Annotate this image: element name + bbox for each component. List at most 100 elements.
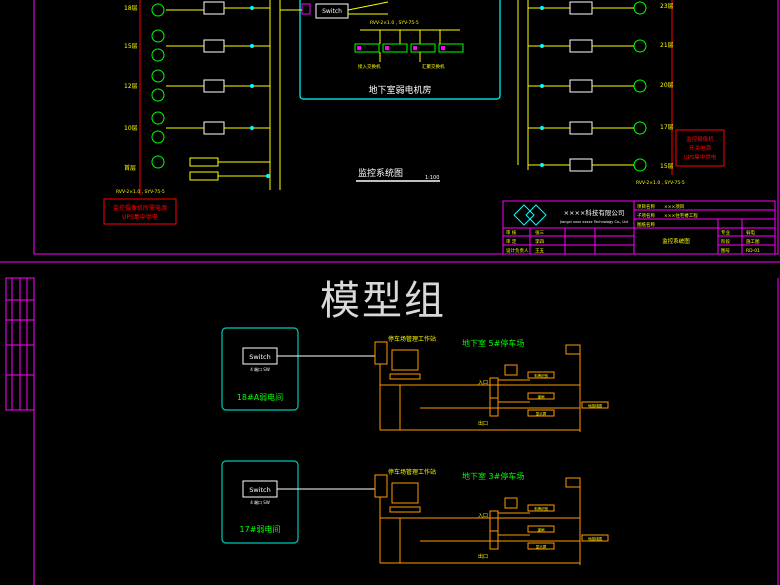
weak-current-room-box: [221, 460, 299, 544]
barrier-gate-icon: [489, 397, 499, 417]
machine-room-box: [299, 0, 501, 100]
camera-icon: [633, 79, 647, 93]
device-box: [527, 542, 555, 550]
floor-label: 18层: [124, 5, 138, 12]
top-sheet-frame: [33, 0, 779, 255]
keyboard-icon: [389, 373, 421, 380]
camera-icon: [151, 3, 165, 17]
project-value: ×××项目: [664, 204, 684, 210]
company-logo-icon: [513, 204, 547, 226]
switch-power-note-line1: 监控摄像机: [686, 135, 714, 143]
right-floor-row-1: 23层: [528, 1, 674, 15]
device-label: 显示屏: [536, 545, 547, 549]
poe-switch-icon: [203, 121, 225, 135]
switch-power-note-line2: 开关电源: [689, 144, 712, 152]
switch-power-note-line3: UPS集中供电: [684, 153, 717, 161]
right-floor-row-2: 21层: [528, 39, 674, 53]
camera-icon: [151, 130, 165, 144]
row-value: 张三: [535, 229, 544, 236]
right-floor-row-5: 15层: [528, 158, 674, 172]
pc-tower-icon: [374, 474, 388, 498]
right-value: 弱电: [746, 229, 755, 236]
workstation-label: 停车场管理工作站: [388, 335, 436, 343]
project-label: 项目名称: [637, 203, 655, 210]
poe-switch-icon: [203, 79, 225, 93]
floor-row-4: 10层: [124, 111, 270, 144]
cable-note-right: RVV-2×1.0 , SYV-75-5: [636, 180, 685, 186]
switch-sub-label: 4 端口 SW: [250, 366, 270, 372]
monitor-icon: [391, 482, 419, 504]
poe-switch-icon: [189, 157, 219, 167]
floor-label: 15层: [660, 163, 674, 170]
floor-row-5: 首层: [124, 155, 270, 181]
monitor-icon: [391, 349, 419, 371]
machine-room-sublabel: 汇聚交换机: [422, 63, 445, 70]
machine-room-title: 地下室弱电机房: [368, 84, 431, 96]
drawing-label: 图纸名称: [637, 221, 655, 228]
display-screen-icon: [565, 344, 581, 355]
pc-tower-icon: [374, 341, 388, 365]
device-label: 地感线圈: [588, 536, 602, 541]
camera-icon: [151, 88, 165, 102]
camera-icon: [633, 121, 647, 135]
floor-label: 10层: [124, 125, 138, 132]
sub-project-value: ×××住宅楼工程: [664, 212, 698, 219]
diagram-title: 监控系统图: [358, 167, 403, 179]
row-label: 审 核: [506, 229, 517, 236]
floor-row-2: 15层: [124, 29, 270, 62]
device-box: [527, 371, 555, 379]
floor-label: 20层: [660, 82, 674, 89]
entry-label: 入口: [478, 513, 488, 519]
device-box: [581, 534, 609, 542]
device-box: [527, 504, 555, 512]
device-box: [581, 401, 609, 409]
right-label: 图号: [721, 248, 730, 254]
camera-icon: [504, 364, 518, 376]
machine-room-sublabel: 接入交换机: [358, 63, 381, 70]
ups-note-line1: 监控摄像机所需电源: [113, 204, 167, 212]
barrier-gate-icon: [489, 377, 499, 399]
parking-system-2: 停车场管理工作站 地下室 3#停车场 入口 出口: [374, 468, 609, 565]
ups-note-box: [103, 198, 177, 225]
switch-sub-label: 4 端口 SW: [250, 499, 270, 505]
company-name: ××××科技有限公司: [564, 208, 625, 217]
floor-label: 15层: [124, 43, 138, 50]
nvr-device-icon: [354, 43, 380, 53]
parking-lot-title: 地下室 3#停车场: [462, 471, 524, 481]
parking-lot-title: 地下室 5#停车场: [462, 338, 524, 348]
room-label: 18#A弱电间: [237, 392, 283, 402]
poe-switch-icon: [569, 39, 593, 53]
floor-row-1: 18层: [124, 1, 270, 17]
camera-icon: [151, 111, 165, 125]
top-sheet: 18层 15层 12层: [0, 0, 780, 263]
machine-room: Switch RVV-2×1.0 , SYV-75-5: [280, 0, 501, 100]
left-floor-stack: 18层 15层 12层: [103, 0, 281, 225]
camera-icon: [504, 497, 518, 509]
camera-icon: [151, 29, 165, 43]
switch-power-note-box: [675, 129, 725, 167]
barrier-gate-icon: [489, 510, 499, 532]
bottom-sheet: Switch 4 端口 SW 18#A弱电间 停车场管理工作站 地下室 5#停车…: [5, 277, 779, 585]
right-floor-row-4: 17层: [528, 121, 674, 135]
nvr-rack: [354, 43, 464, 53]
room-label: 17#弱电间: [240, 524, 281, 534]
poe-switch-icon: [569, 1, 593, 15]
ups-note-line2: UPS集中供电: [122, 213, 158, 221]
entry-label: 入口: [478, 380, 488, 386]
workstation-label: 停车场管理工作站: [388, 468, 436, 476]
right-value: 施工图: [746, 238, 760, 245]
right-label: 阶段: [721, 238, 730, 245]
poe-switch-icon: [569, 158, 593, 172]
poe-switch-icon: [189, 171, 219, 181]
floor-label: 21层: [660, 42, 674, 49]
right-label: 专业: [721, 229, 730, 236]
device-box: [527, 525, 555, 533]
poe-switch-icon: [569, 79, 593, 93]
camera-icon: [151, 155, 165, 169]
exit-label: 出口: [478, 553, 488, 560]
device-box: [527, 392, 555, 400]
floor-label: 12层: [124, 83, 138, 90]
core-switch-icon: [315, 3, 349, 19]
nvr-device-icon: [410, 43, 436, 53]
